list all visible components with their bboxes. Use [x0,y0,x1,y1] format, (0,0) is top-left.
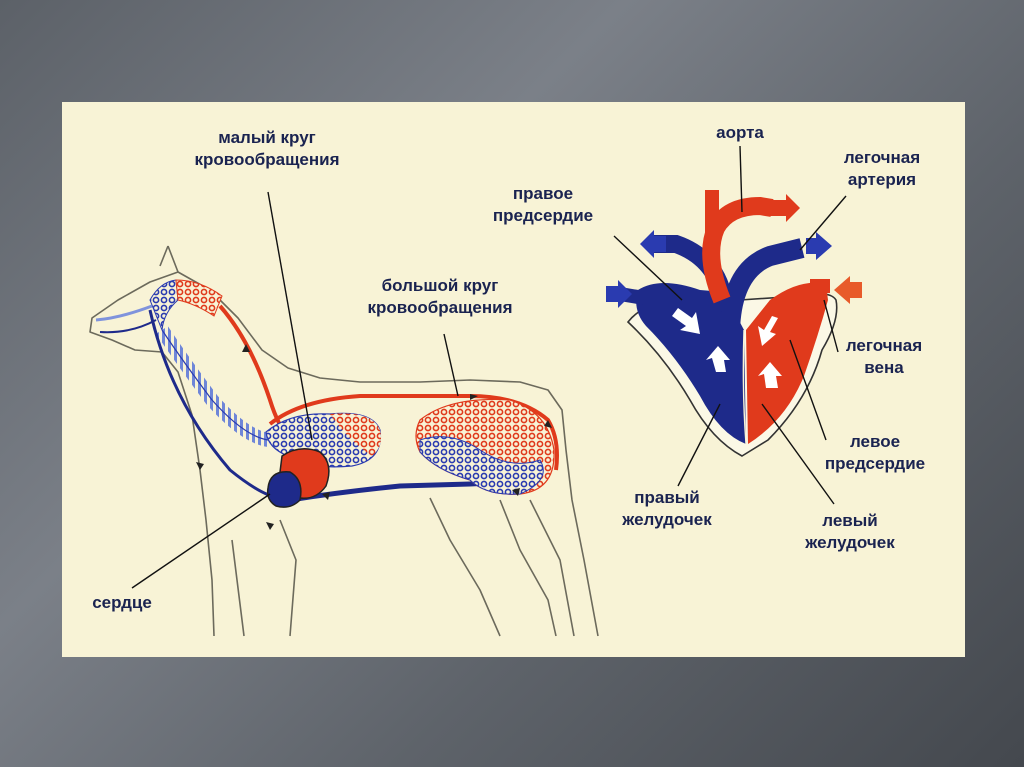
pulmonary-artery-line1: легочная [832,147,932,169]
aorta-label: аорта [700,122,780,144]
right-ventricle-line2: желудочек [612,509,722,531]
pulmonary-artery-out-arrow [806,232,832,260]
pulmonary-vein-in-arrow [834,276,862,304]
pulmonary-artery-label: легочная артерия [832,147,932,191]
left-atrium-line1: левое [810,431,940,453]
left-atrium-line2: предсердие [810,453,940,475]
pulmonary-artery-line2: артерия [832,169,932,191]
right-ventricle-line1: правый [612,487,722,509]
dog-heart [268,449,329,507]
aorta-out-arrow [770,194,800,222]
right-ventricle-label: правый желудочек [612,487,722,531]
systemic-circulation-line1: большой круг [340,275,540,297]
heart-label: сердце [82,592,162,614]
systemic-circulation-line2: кровообращения [340,297,540,319]
pulmonary-circulation-label: малый круг кровообращения [172,127,362,171]
systemic-circulation-label: большой круг кровообращения [340,275,540,319]
pulmonary-vein-line2: вена [834,357,934,379]
right-atrium-line2: предсердие [478,205,608,227]
right-atrium-line1: правое [478,183,608,205]
left-ventricle-line2: желудочек [790,532,910,554]
pulmonary-vein-label: легочная вена [834,335,934,379]
vena-cava-out-arrow [640,230,666,258]
right-atrium-label: правое предсердие [478,183,608,227]
snout-vessel [96,306,152,320]
pulmonary-vein-line1: легочная [834,335,934,357]
left-ventricle-label: левый желудочек [790,510,910,554]
neck-vein [162,330,268,440]
heart-diagram [606,190,862,456]
dog-leader-lines [132,192,458,588]
head-capillaries-red [176,280,222,316]
left-atrium-label: левое предсердие [810,431,940,475]
pulmonary-circulation-line2: кровообращения [172,149,362,171]
left-ventricle-line1: левый [790,510,910,532]
vena-cava-in-arrow [606,280,632,308]
pulmonary-circulation-line1: малый круг [172,127,362,149]
